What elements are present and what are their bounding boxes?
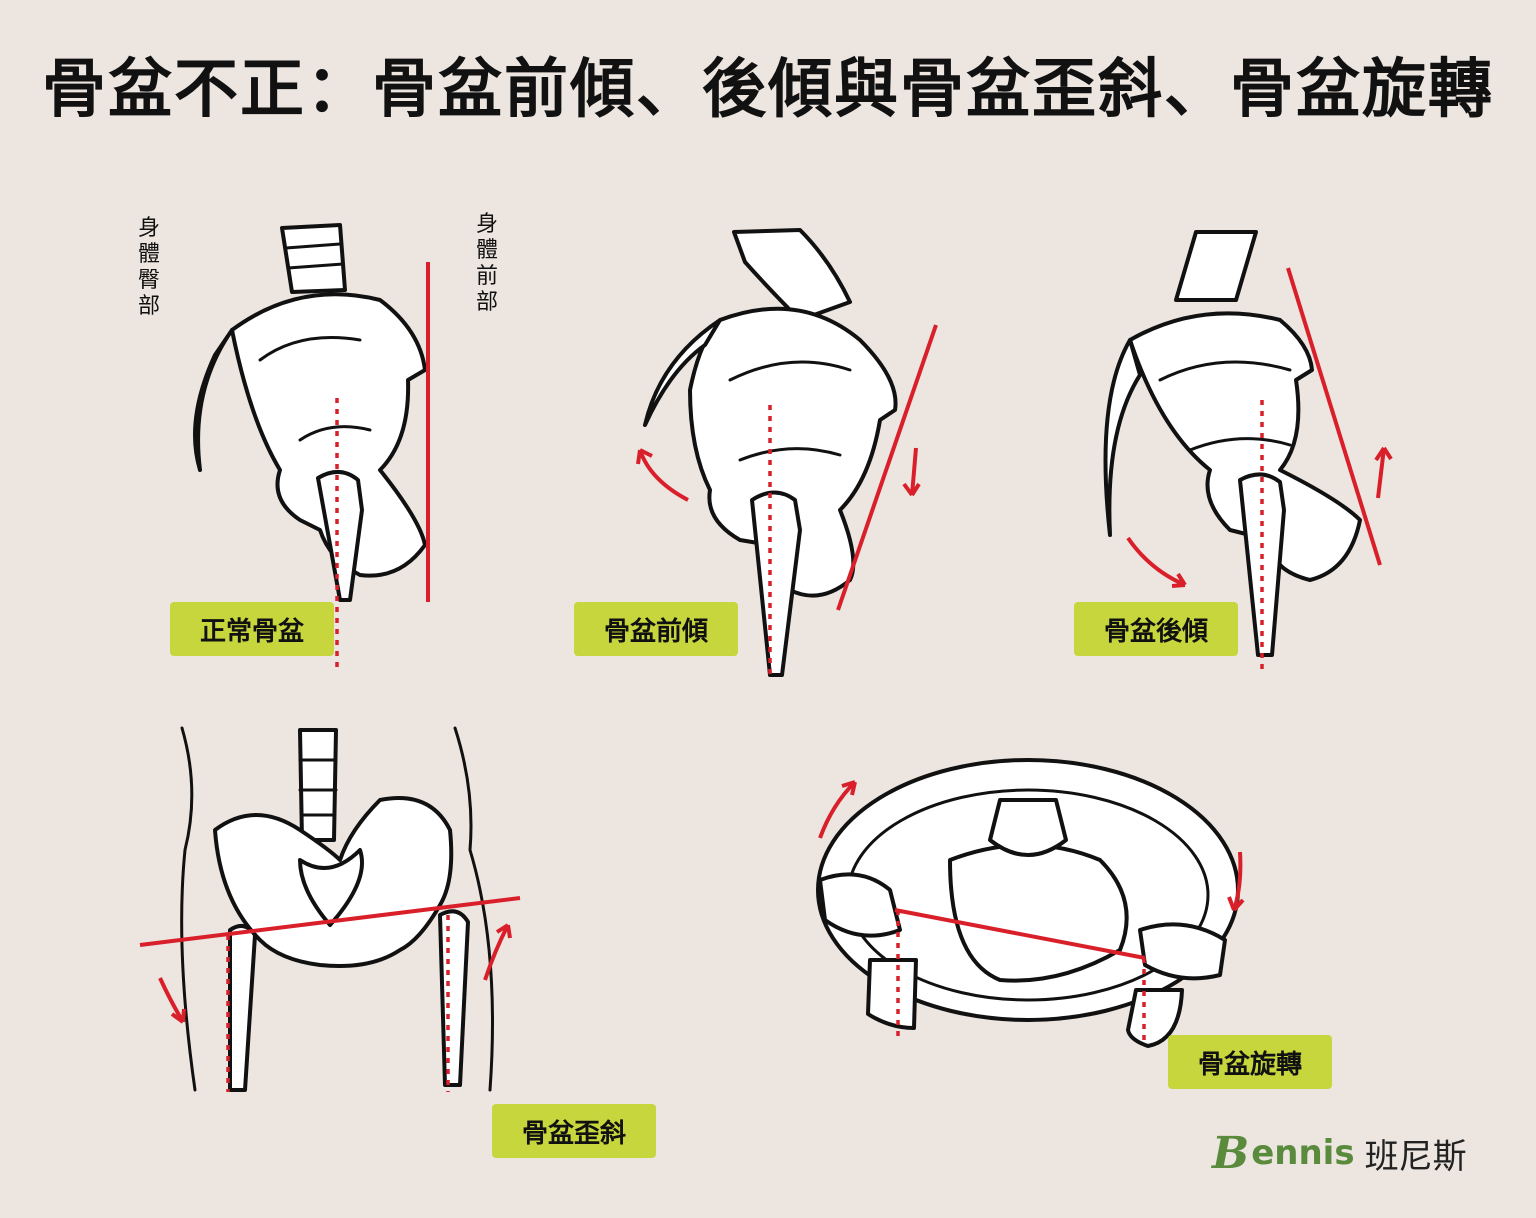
side-label-back: 身體臀部	[137, 216, 160, 319]
logo-text: ennis	[1251, 1133, 1355, 1173]
logo-initial: B	[1212, 1127, 1250, 1179]
normal-pelvis-figure	[193, 223, 430, 668]
anterior-tilt-figure	[636, 228, 938, 677]
label-anterior-tilt: 骨盆前傾	[574, 602, 738, 656]
label-pelvis-rotation: 骨盆旋轉	[1168, 1035, 1332, 1089]
rotation-pelvis-figure	[816, 758, 1245, 1048]
page-title: 骨盆不正：骨盆前傾、後傾與骨盆歪斜、骨盆旋轉	[42, 53, 1494, 127]
side-label-front: 身體前部	[475, 212, 498, 315]
label-normal-pelvis: 正常骨盆	[170, 602, 334, 656]
label-oblique-pelvis: 骨盆歪斜	[492, 1104, 656, 1158]
posterior-tilt-figure	[1103, 230, 1393, 670]
logo-chinese: 班尼斯	[1364, 1136, 1467, 1177]
oblique-pelvis-figure	[139, 726, 521, 1092]
brand-logo: B ennis 班尼斯	[1212, 1127, 1467, 1179]
label-posterior-tilt: 骨盆後傾	[1074, 602, 1238, 656]
